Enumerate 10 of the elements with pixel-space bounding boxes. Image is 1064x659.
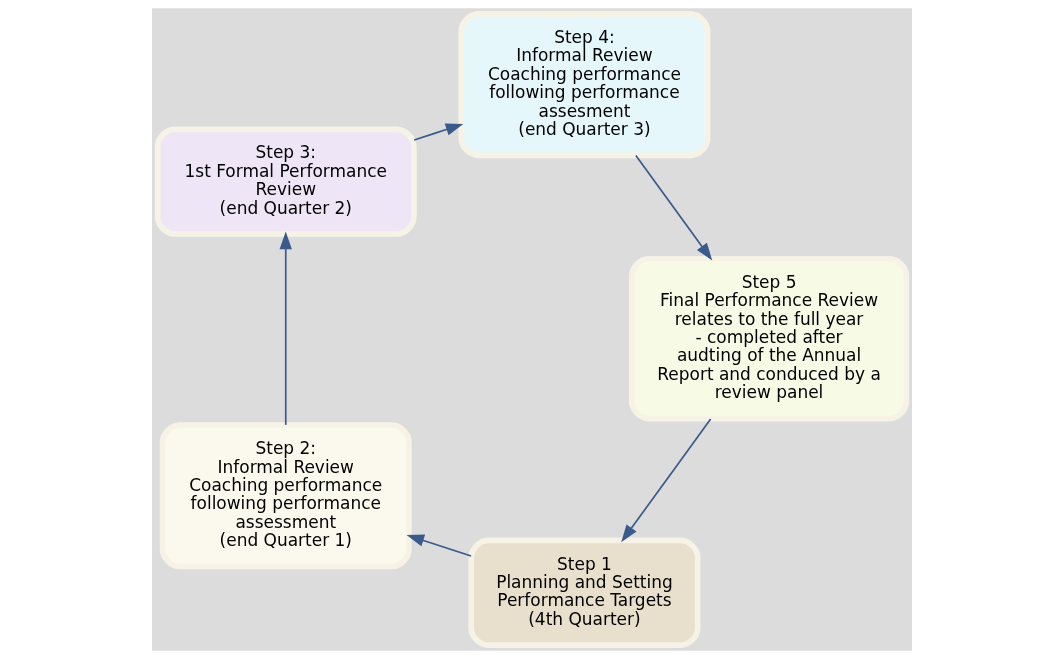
node-box: Step 5 Final Performance Review relates to the full year - completed after audting of the Annual Report and conduced by a review panel [628, 255, 910, 422]
arrow [635, 154, 713, 261]
arrow [279, 231, 292, 426]
arrow [621, 418, 712, 543]
node-box: Step 3: 1st Formal Performance Review (end Quarter 2) [154, 126, 417, 237]
node-box: Step 2: Informal Review Coaching performance following performance assessment (end Quarter 1) [159, 422, 412, 570]
node-box: Step 1 Planning and Setting Performance Targets (4th Quarter) [468, 537, 701, 648]
arrow [406, 534, 472, 557]
node-box: Step 4: Informal Review Coaching performance following performance assesment (end Quarter 3) [458, 11, 711, 159]
arrow [413, 123, 464, 141]
